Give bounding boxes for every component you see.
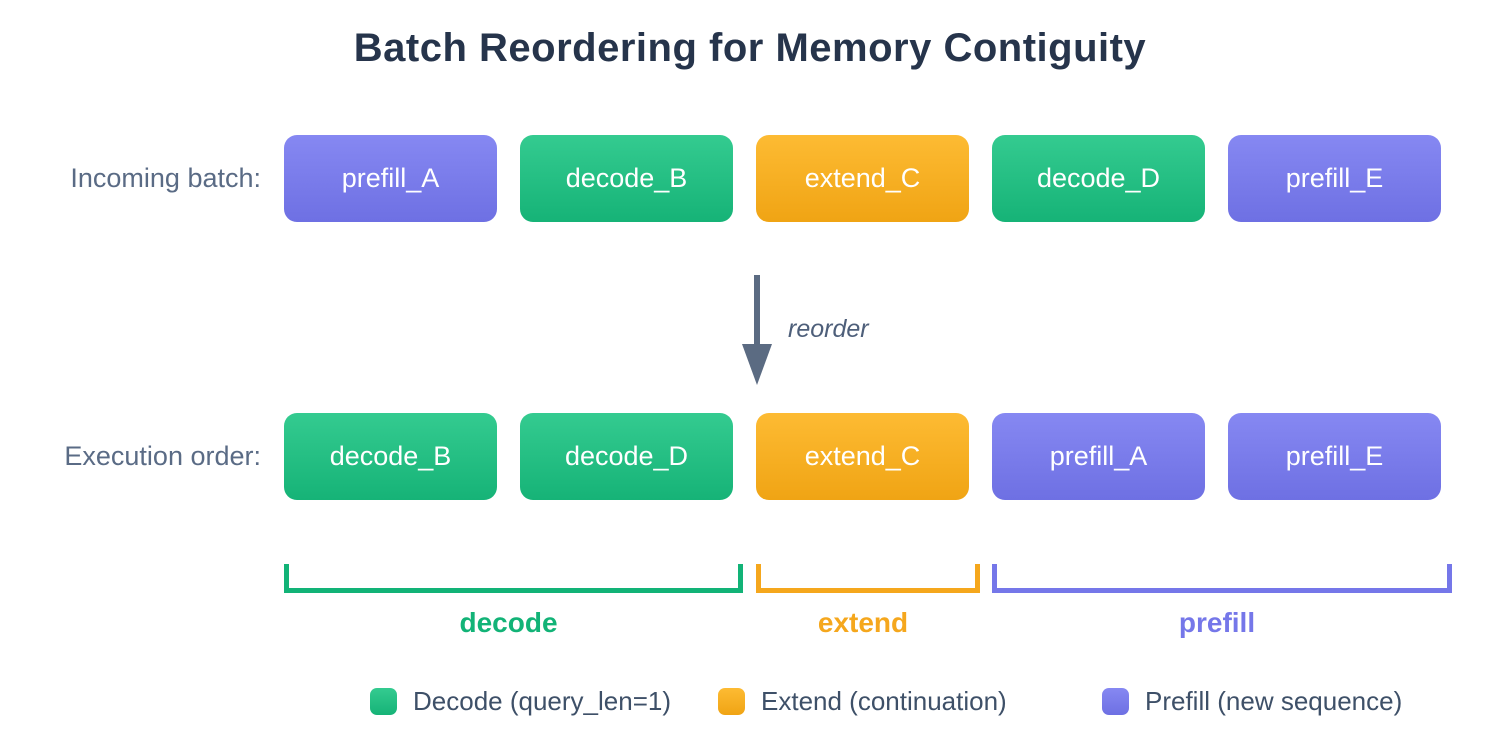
reorder-arrow-icon xyxy=(742,275,772,385)
legend-item-extend: Extend (continuation) xyxy=(718,685,1007,717)
legend-label-decode: Decode (query_len=1) xyxy=(413,685,671,716)
batch-box-extend-c: extend_C xyxy=(756,135,969,222)
incoming-batch-label: Incoming batch: xyxy=(70,163,261,193)
incoming-batch-row: Incoming batch: prefill_A decode_B exten… xyxy=(0,135,1500,222)
legend-swatch-prefill-icon xyxy=(1102,687,1129,715)
exec-box-decode-d: decode_D xyxy=(520,413,733,500)
group-label-prefill: prefill xyxy=(1178,607,1256,638)
legend-swatch-decode-icon xyxy=(370,687,397,715)
legend-label-extend: Extend (continuation) xyxy=(761,685,1007,716)
group-bracket-prefill xyxy=(992,564,1452,593)
group-bracket-extend xyxy=(756,564,980,593)
page-title: Batch Reordering for Memory Contiguity xyxy=(353,26,1147,70)
execution-order-row: Execution order: decode_B decode_D exten… xyxy=(0,413,1500,500)
execution-order-label: Execution order: xyxy=(64,441,261,471)
batch-box-prefill-a: prefill_A xyxy=(284,135,497,222)
group-bracket-decode xyxy=(284,564,743,593)
group-label-decode: decode xyxy=(459,607,558,638)
legend-item-prefill: Prefill (new sequence) xyxy=(1102,685,1402,717)
exec-box-decode-b: decode_B xyxy=(284,413,497,500)
batch-box-prefill-e: prefill_E xyxy=(1228,135,1441,222)
reorder-label: reorder xyxy=(788,315,869,343)
group-label-extend: extend xyxy=(817,607,909,638)
batch-box-decode-d: decode_D xyxy=(992,135,1205,222)
exec-box-extend-c: extend_C xyxy=(756,413,969,500)
exec-box-prefill-e: prefill_E xyxy=(1228,413,1441,500)
legend-item-decode: Decode (query_len=1) xyxy=(370,685,671,717)
legend-label-prefill: Prefill (new sequence) xyxy=(1145,685,1403,716)
batch-box-decode-b: decode_B xyxy=(520,135,733,222)
exec-box-prefill-a: prefill_A xyxy=(992,413,1205,500)
legend-swatch-extend-icon xyxy=(718,687,745,715)
